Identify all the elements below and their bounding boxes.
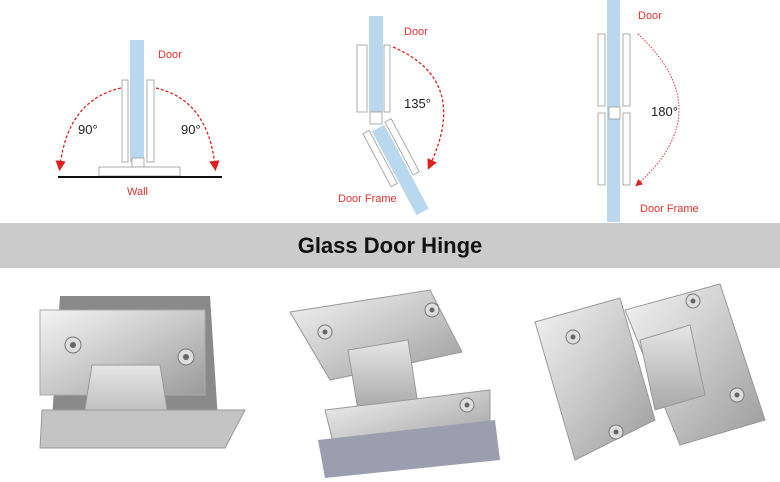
angle-label: 135° (404, 96, 431, 111)
diagram-90-degree: Door 90° 90° Wall (55, 40, 222, 198)
wall-label: Wall (127, 186, 148, 198)
diagram-180-degree: Door 180° Door Frame (597, 0, 699, 222)
door-label: Door (404, 26, 428, 38)
angle-left-label: 90° (78, 122, 98, 137)
hinge-photo-180 (534, 283, 766, 461)
diagram-135-degree: Door 135° Door Frame (338, 16, 445, 216)
door-frame-label: Door Frame (640, 203, 699, 215)
title-banner: Glass Door Hinge (0, 223, 780, 268)
hinge-photo-90 (39, 296, 246, 449)
angle-right-label: 90° (181, 122, 201, 137)
door-label: Door (158, 49, 182, 61)
door-label: Door (638, 10, 662, 22)
angle-label: 180° (651, 104, 678, 119)
hinge-photo-135 (289, 289, 500, 478)
page-title: Glass Door Hinge (297, 232, 483, 258)
door-frame-label: Door Frame (338, 193, 397, 205)
